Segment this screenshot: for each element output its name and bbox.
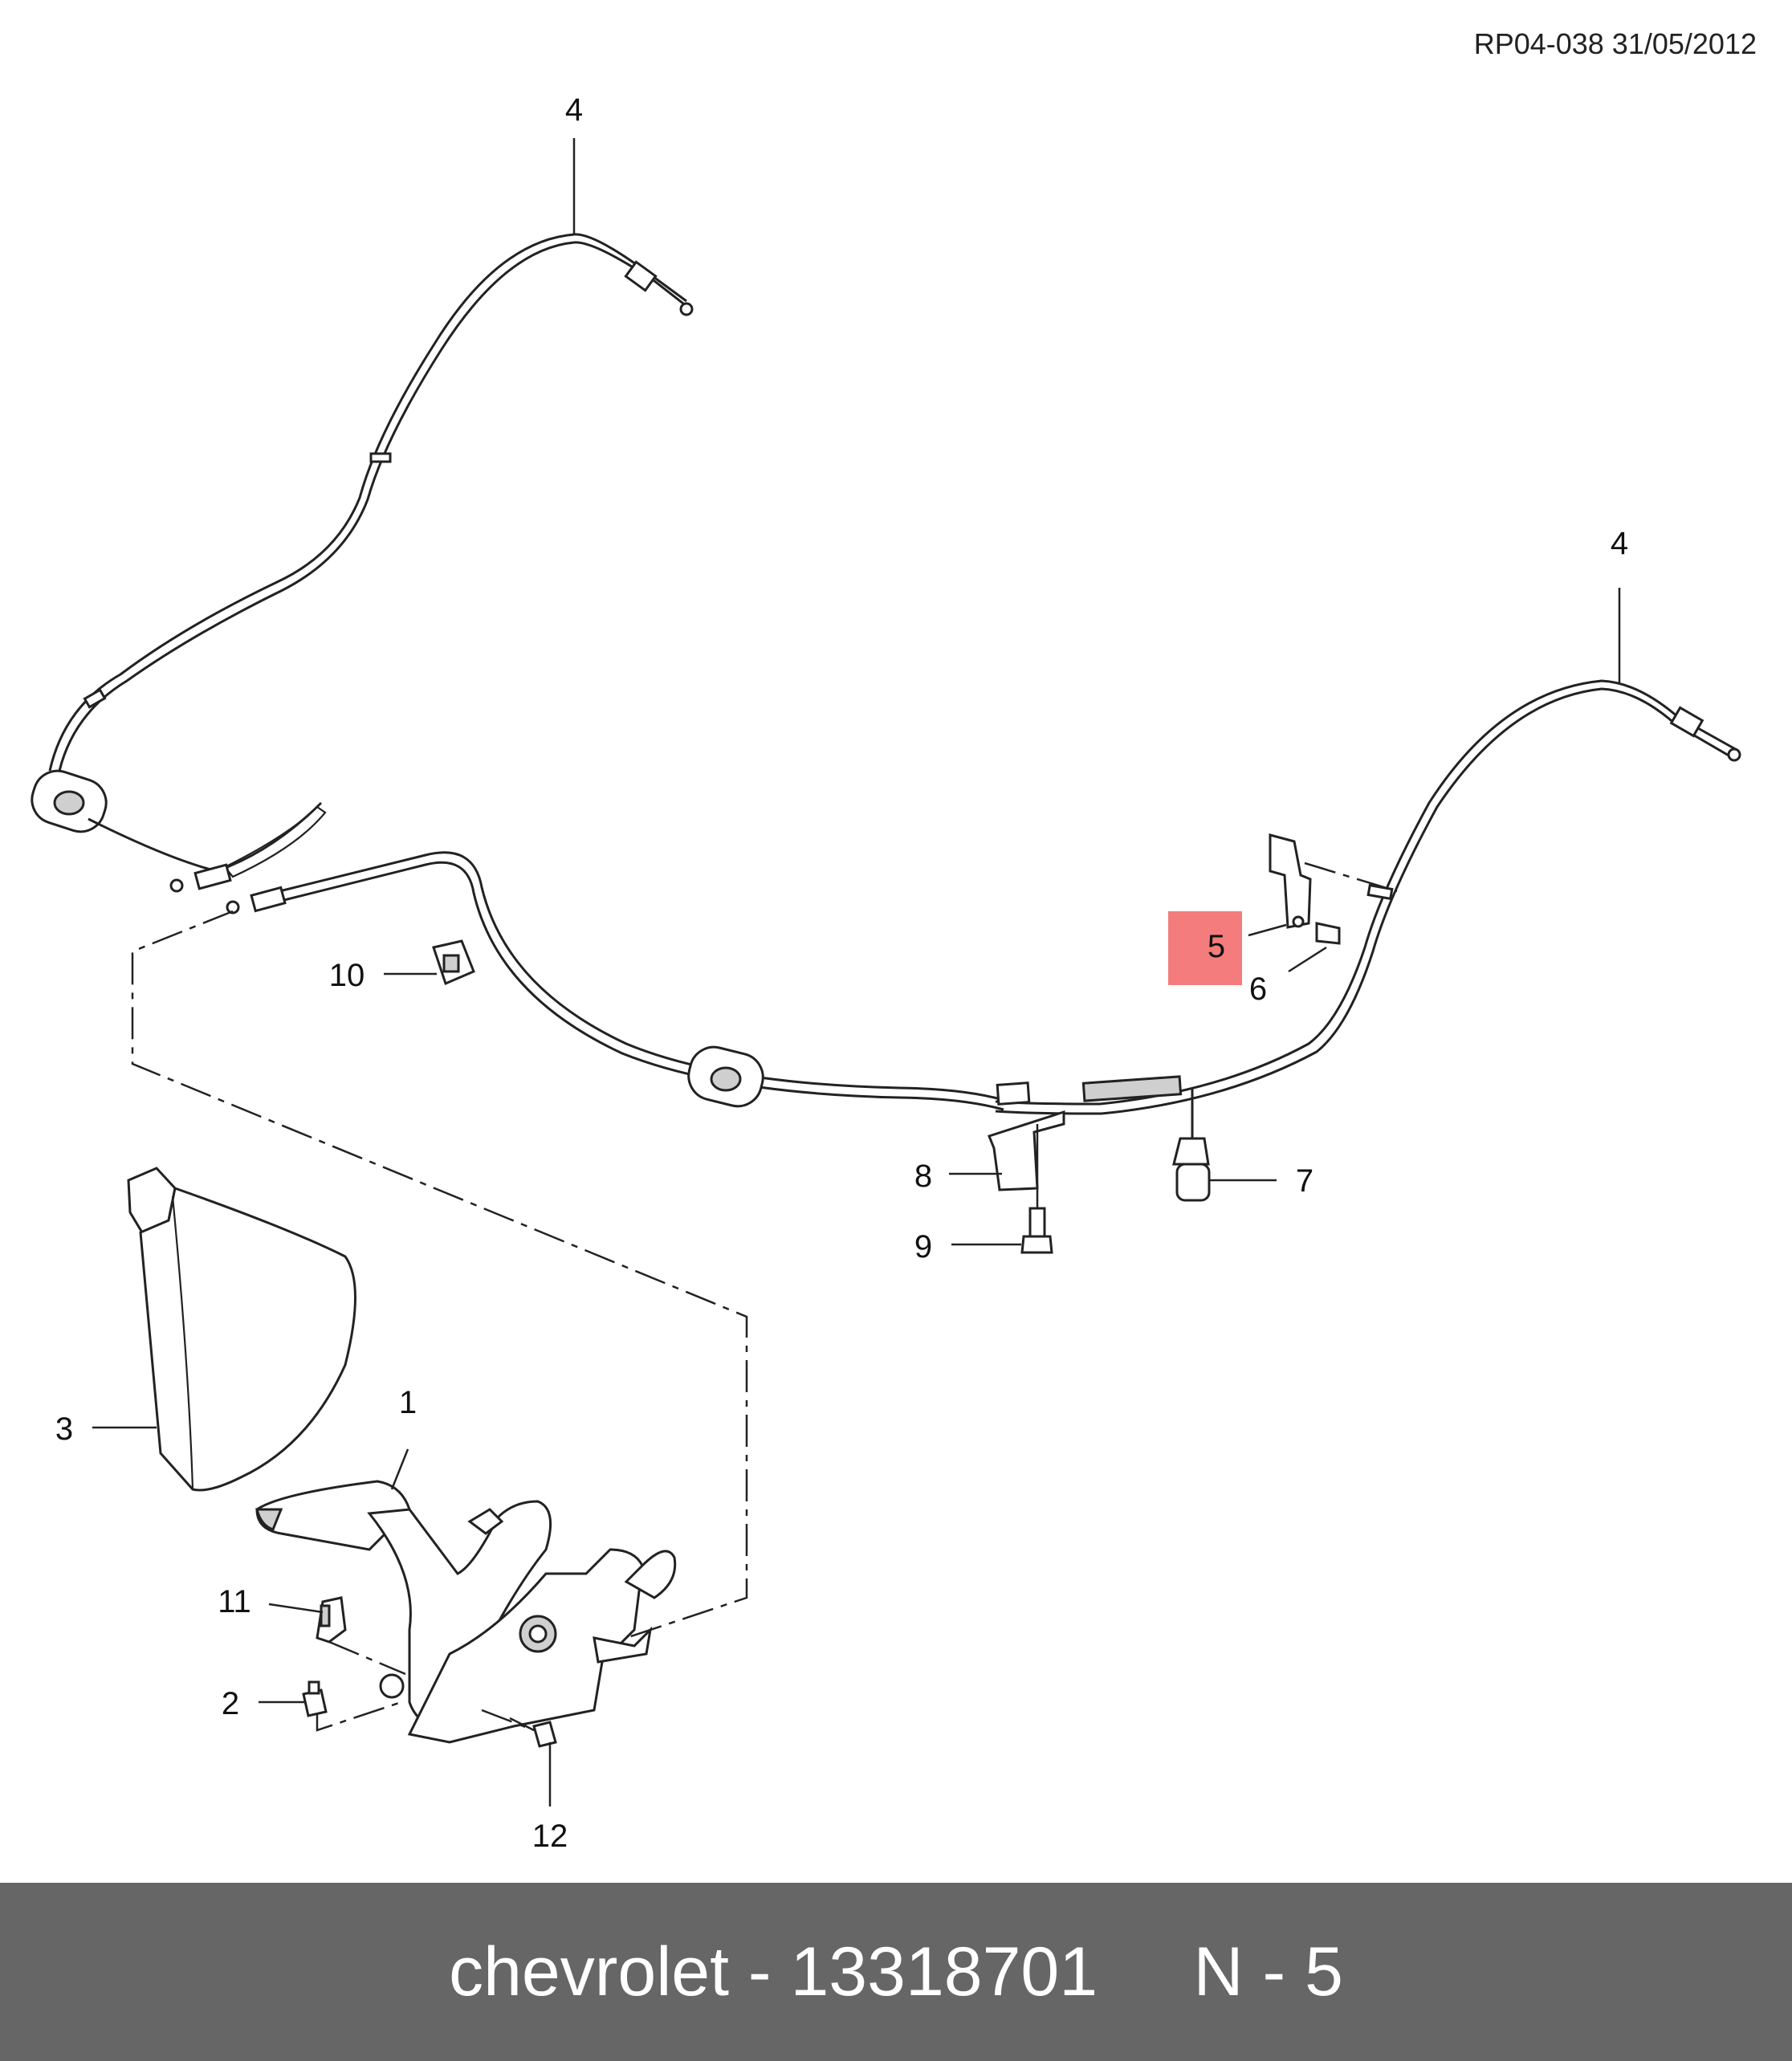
clip-10 bbox=[432, 939, 475, 986]
callout-11: 11 bbox=[218, 1584, 251, 1619]
callout-10: 10 bbox=[329, 958, 365, 993]
callout-2: 2 bbox=[222, 1686, 239, 1721]
footer-part-number: chevrolet - 13318701 N - 5 bbox=[449, 1933, 1343, 2010]
connection-line-2 bbox=[316, 1701, 402, 1732]
callout-1: 1 bbox=[399, 1385, 417, 1420]
callout-7: 7 bbox=[1296, 1163, 1313, 1199]
left-rear-cable bbox=[31, 233, 694, 893]
callout-12: 12 bbox=[532, 1819, 568, 1854]
connection-line-main bbox=[131, 910, 748, 1639]
connection-line-12 bbox=[481, 1709, 535, 1732]
right-rear-cable bbox=[995, 679, 1741, 1115]
leader-1 bbox=[390, 1448, 409, 1490]
callout-9: 9 bbox=[914, 1229, 932, 1265]
diagram-svg: 4 4 5 6 7 8 9 10 3 1 11 2 12 bbox=[31, 92, 1741, 1854]
clip-7 bbox=[1172, 1088, 1211, 1202]
leader-11 bbox=[268, 1603, 324, 1614]
leader-5 bbox=[1248, 923, 1287, 937]
bolt-12 bbox=[509, 1717, 557, 1748]
lever-boot-3 bbox=[127, 1167, 356, 1492]
callout-5: 5 bbox=[1208, 929, 1225, 964]
callout-4a: 4 bbox=[565, 92, 583, 128]
footer-bar: chevrolet - 13318701 N - 5 bbox=[0, 1883, 1792, 2061]
callout-4b: 4 bbox=[1611, 526, 1628, 561]
highlight-box-5 bbox=[1168, 911, 1242, 985]
lever-assembly-1 bbox=[255, 1480, 677, 1744]
callout-8: 8 bbox=[914, 1159, 932, 1194]
clip-11 bbox=[316, 1596, 347, 1644]
leader-6 bbox=[1288, 946, 1327, 973]
reference-code: RP04-038 31/05/2012 bbox=[1473, 27, 1757, 60]
front-cable bbox=[226, 851, 1031, 1111]
bracket-8 bbox=[988, 1110, 1065, 1254]
callout-6: 6 bbox=[1249, 971, 1267, 1007]
bracket-5 bbox=[1269, 833, 1398, 945]
connection-line-11 bbox=[328, 1640, 406, 1676]
nut-2 bbox=[302, 1680, 328, 1717]
callout-3: 3 bbox=[55, 1411, 73, 1447]
parts-diagram: RP04-038 31/05/2012 bbox=[31, 27, 1757, 1854]
